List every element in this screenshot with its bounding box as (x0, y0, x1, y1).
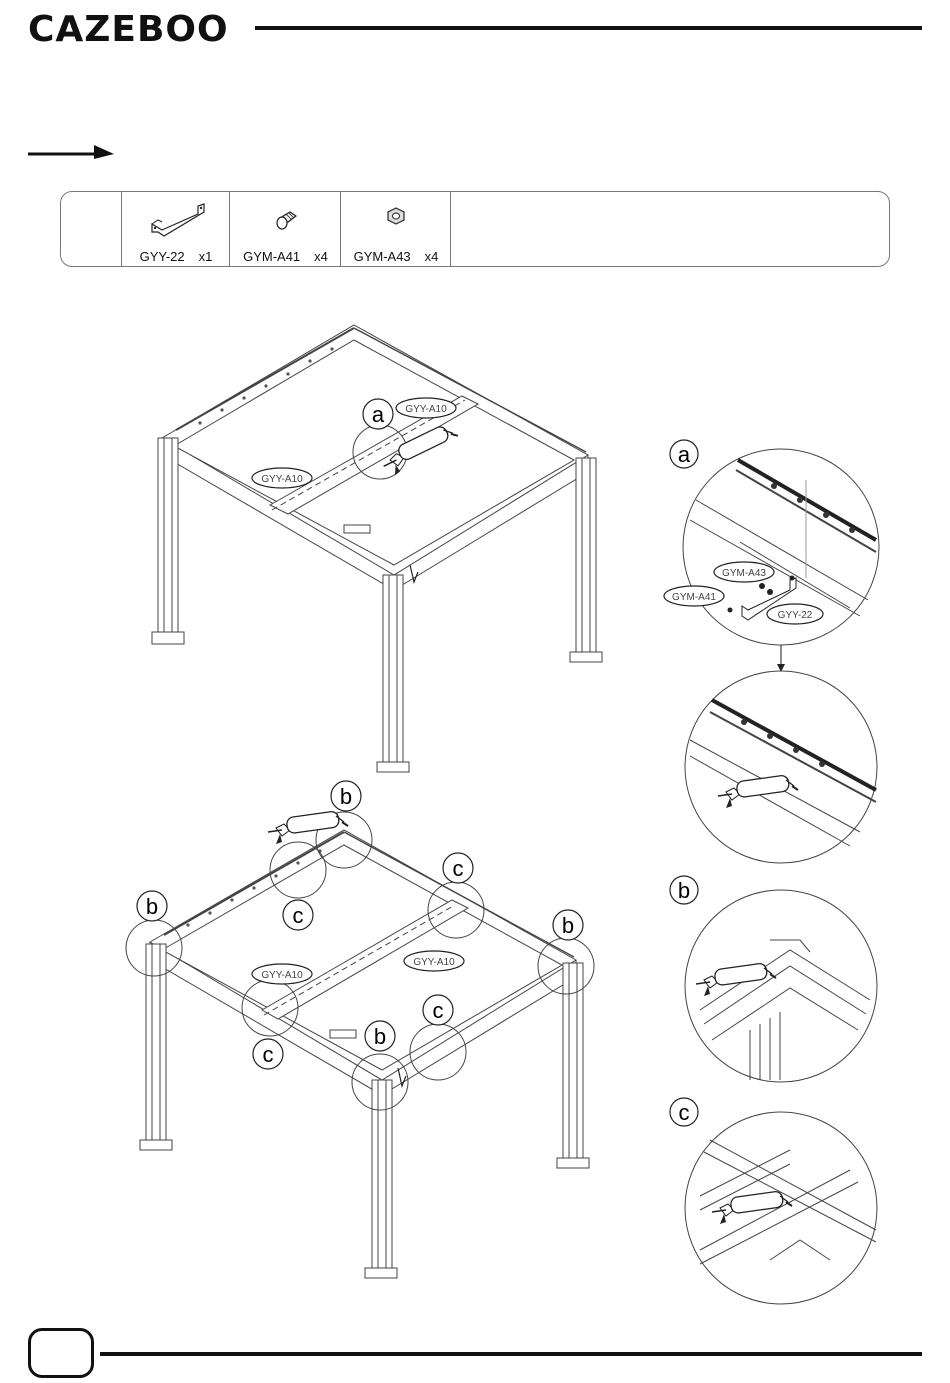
callout-c: c (263, 1042, 274, 1067)
callout-b: b (146, 894, 158, 919)
detail-a: a GYM-A43 GYM-A41 GYY-22 (664, 440, 879, 863)
frame-step-1: a GYY-A10 GYY-A10 (152, 325, 602, 772)
part-tag-nut: GYM-A43 (722, 568, 766, 579)
part-tag-beam: GYY-A10 (261, 474, 303, 485)
frame-step-2: b b c c b c b c GYY-A10 GYY-A10 (126, 781, 594, 1278)
part-tag-beam: GYY-A10 (261, 970, 303, 981)
page-number-box (28, 1328, 94, 1378)
part-tag-beam: GYY-A10 (413, 957, 455, 968)
footer-rule (100, 1352, 922, 1356)
callout-c: c (453, 856, 464, 881)
callout-b: b (678, 878, 690, 903)
part-tag-bracket: GYY-22 (778, 610, 813, 621)
callout-c: c (293, 903, 304, 928)
callout-a: a (678, 442, 691, 467)
callout-b: b (562, 913, 574, 938)
part-tag-beam: GYY-A10 (405, 404, 447, 415)
part-tag-bolt: GYM-A41 (672, 592, 716, 603)
detail-b: b (670, 876, 877, 1082)
detail-c: c (670, 1098, 877, 1304)
callout-c: c (679, 1100, 690, 1125)
callout-c: c (433, 998, 444, 1023)
callout-a: a (372, 402, 385, 427)
callout-b: b (340, 784, 352, 809)
callout-b: b (374, 1024, 386, 1049)
